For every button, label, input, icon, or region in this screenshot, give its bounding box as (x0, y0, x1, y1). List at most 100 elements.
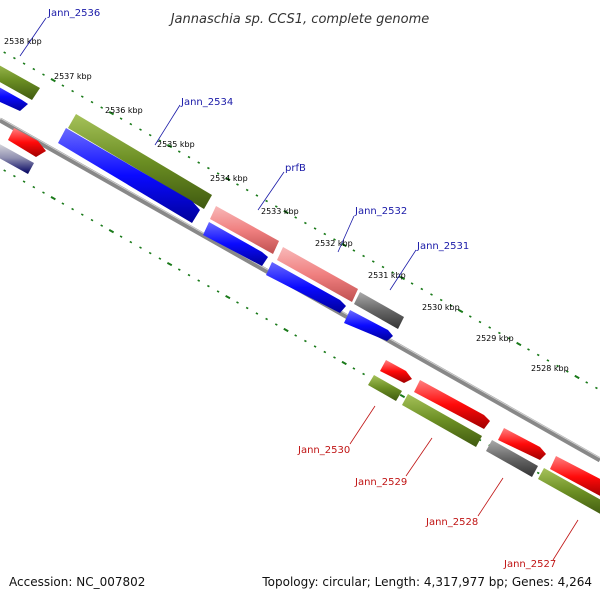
tick-mark (245, 306, 249, 310)
tick-mark (207, 284, 210, 288)
tick-mark (352, 249, 356, 252)
tick-mark (283, 327, 289, 333)
tick-mark (381, 265, 385, 269)
gene-left-red[interactable] (8, 128, 46, 157)
gene-jann-2529-olive[interactable] (402, 394, 482, 447)
kbp-label: 2537 kbp (54, 72, 92, 81)
gene-jann-2530-olive[interactable] (368, 375, 402, 401)
leader-line (349, 405, 376, 445)
tick-mark (100, 224, 104, 227)
gene-label-jann-2531[interactable]: Jann_2531 (416, 241, 469, 252)
gene-red-2[interactable] (414, 380, 490, 429)
tick-mark (3, 169, 7, 172)
tick-mark (323, 232, 327, 236)
tick-mark (32, 185, 36, 189)
tick-mark (516, 341, 522, 347)
tick-mark (294, 216, 298, 219)
gene-forward-blue-5[interactable] (344, 310, 393, 341)
map-title: Jannaschia sp. CCS1, complete genome (168, 12, 430, 27)
kbp-label: 2531 kbp (368, 271, 406, 280)
gene-red-1[interactable] (380, 360, 412, 383)
tick-mark (245, 188, 249, 192)
top-gene-labels: Jann_2536 Jann_2534 prfB Jann_2532 Jann_… (19, 8, 469, 291)
bottom-gene-labels: Jann_2530 Jann_2529 Jann_2528 Jann_2527 (297, 405, 579, 570)
tick-mark (507, 337, 511, 340)
tick-mark (207, 166, 210, 170)
kbp-label: 2536 kbp (105, 106, 143, 115)
tick-mark (80, 213, 84, 216)
gene-forward-blue-2[interactable] (58, 128, 200, 223)
gene-label-prfb[interactable]: prfB (285, 163, 306, 174)
tick-mark (216, 172, 220, 175)
gene-label-jann-2528[interactable]: Jann_2528 (425, 517, 478, 528)
tick-mark (119, 235, 123, 238)
tick-mark (177, 268, 181, 271)
tick-mark (304, 339, 307, 343)
gene-red-3[interactable] (498, 428, 546, 460)
tick-mark (536, 353, 540, 357)
tick-mark (61, 84, 65, 87)
tick-mark (22, 180, 26, 183)
tick-mark (399, 275, 406, 281)
gene-jann-2534-olive[interactable] (68, 114, 212, 209)
tick-mark (119, 117, 123, 120)
gene-label-jann-2530[interactable]: Jann_2530 (297, 445, 350, 456)
gene-red-4[interactable] (550, 456, 600, 498)
tick-mark (341, 360, 347, 366)
gene-jann-2527-olive[interactable] (538, 468, 600, 516)
tick-mark (187, 155, 191, 159)
kbp-label: 2530 kbp (422, 303, 460, 312)
gene-forward-blue-4[interactable] (266, 262, 346, 313)
tick-mark (420, 287, 424, 291)
tick-mark (80, 95, 84, 98)
gene-jann-2532-pink[interactable] (277, 247, 358, 302)
gene-jann-2536-olive[interactable] (0, 60, 40, 100)
gene-label-jann-2532[interactable]: Jann_2532 (354, 206, 407, 217)
tick-mark (158, 139, 162, 142)
leader-line (405, 437, 433, 477)
gene-label-jann-2536[interactable]: Jann_2536 (47, 8, 100, 19)
tick-mark (430, 293, 433, 296)
kbp-labels: 2538 kbp 2537 kbp 2536 kbp 2535 kbp 2534… (4, 37, 569, 373)
gene-jann-2531-gray[interactable] (354, 292, 404, 329)
tick-mark (61, 202, 65, 205)
tick-mark (166, 144, 173, 149)
tick-mark (362, 372, 365, 376)
tick-mark (197, 161, 201, 164)
gene-label-jann-2527[interactable]: Jann_2527 (503, 559, 556, 570)
kbp-label: 2535 kbp (157, 140, 195, 149)
kbp-label: 2528 kbp (531, 364, 569, 373)
gene-jann-2528-gray[interactable] (486, 440, 538, 477)
leader-line (477, 477, 504, 517)
leader-line (19, 17, 47, 57)
gene-forward-blue-1[interactable] (0, 82, 28, 111)
tick-mark (498, 331, 501, 335)
tick-mark (139, 128, 142, 131)
tick-mark (225, 295, 231, 300)
tick-mark (90, 218, 94, 222)
topology-text: Topology: circular; Length: 4,317,977 bp… (261, 575, 592, 589)
tick-mark (294, 334, 298, 337)
gene-label-jann-2534[interactable]: Jann_2534 (180, 97, 233, 108)
gene-label-jann-2529[interactable]: Jann_2529 (354, 477, 407, 488)
kbp-label: 2532 kbp (315, 239, 353, 248)
tick-mark (478, 320, 482, 324)
kbp-label: 2529 kbp (476, 334, 514, 343)
tick-mark (574, 374, 580, 380)
tick-mark (536, 471, 540, 475)
gene-left-navy[interactable] (0, 142, 34, 174)
tick-mark (166, 262, 173, 267)
tick-mark (333, 238, 336, 241)
gene-prfb-pink-1[interactable] (210, 206, 279, 254)
accession-text: Accession: NC_007802 (9, 575, 145, 589)
kbp-label: 2538 kbp (4, 37, 42, 46)
tick-mark (313, 345, 317, 348)
tick-mark (90, 100, 94, 104)
gene-forward-blue-3[interactable] (203, 222, 268, 266)
tick-mark (585, 381, 589, 384)
tick-mark (158, 257, 162, 260)
tick-mark (352, 367, 356, 370)
tick-mark (313, 227, 317, 230)
tick-mark (362, 254, 365, 258)
